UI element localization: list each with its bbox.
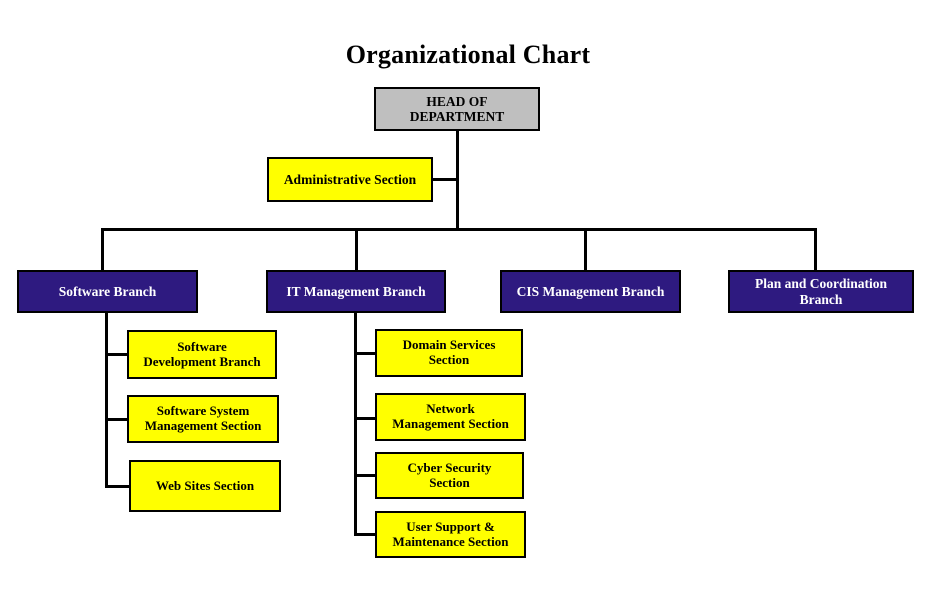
- connector-elbow-domain-services-section: [354, 352, 377, 355]
- node-head-of-department[interactable]: HEAD OF DEPARTMENT: [374, 87, 540, 131]
- connector-drop-cis-management-branch: [584, 228, 587, 271]
- connector-elbow-software-development-branch: [105, 353, 129, 356]
- node-cyber-security-section[interactable]: Cyber Security Section: [375, 452, 524, 499]
- node-administrative-section[interactable]: Administrative Section: [267, 157, 433, 202]
- node-plan-and-coordination-branch[interactable]: Plan and Coordination Branch: [728, 270, 914, 313]
- connector-elbow-network-management-section: [354, 417, 377, 420]
- node-user-support-maintenance-section[interactable]: User Support & Maintenance Section: [375, 511, 526, 558]
- connector-elbow-cyber-security-section: [354, 474, 377, 477]
- connector-elbow-web-sites-section: [105, 485, 131, 488]
- connector-admin-stub: [433, 178, 458, 181]
- node-web-sites-section[interactable]: Web Sites Section: [129, 460, 281, 512]
- page-title: Organizational Chart: [345, 40, 591, 69]
- node-cis-management-branch[interactable]: CIS Management Branch: [500, 270, 681, 313]
- connector-drop-software-branch: [101, 228, 104, 271]
- connector-elbow-user-support-maintenance-section: [354, 533, 377, 536]
- node-network-management-section[interactable]: Network Management Section: [375, 393, 526, 441]
- connector-software-stem: [105, 313, 108, 487]
- node-software-branch[interactable]: Software Branch: [17, 270, 198, 313]
- node-domain-services-section[interactable]: Domain Services Section: [375, 329, 523, 377]
- node-software-system-management-section[interactable]: Software System Management Section: [127, 395, 279, 443]
- node-software-development-branch[interactable]: Software Development Branch: [127, 330, 277, 379]
- connector-elbow-software-system-management-section: [105, 418, 129, 421]
- connector-drop-plan-coordination-branch: [814, 228, 817, 271]
- connector-drop-it-management-branch: [355, 228, 358, 271]
- connector-branch-bus: [101, 228, 817, 231]
- node-it-management-branch[interactable]: IT Management Branch: [266, 270, 446, 313]
- connector-it-stem: [354, 313, 357, 535]
